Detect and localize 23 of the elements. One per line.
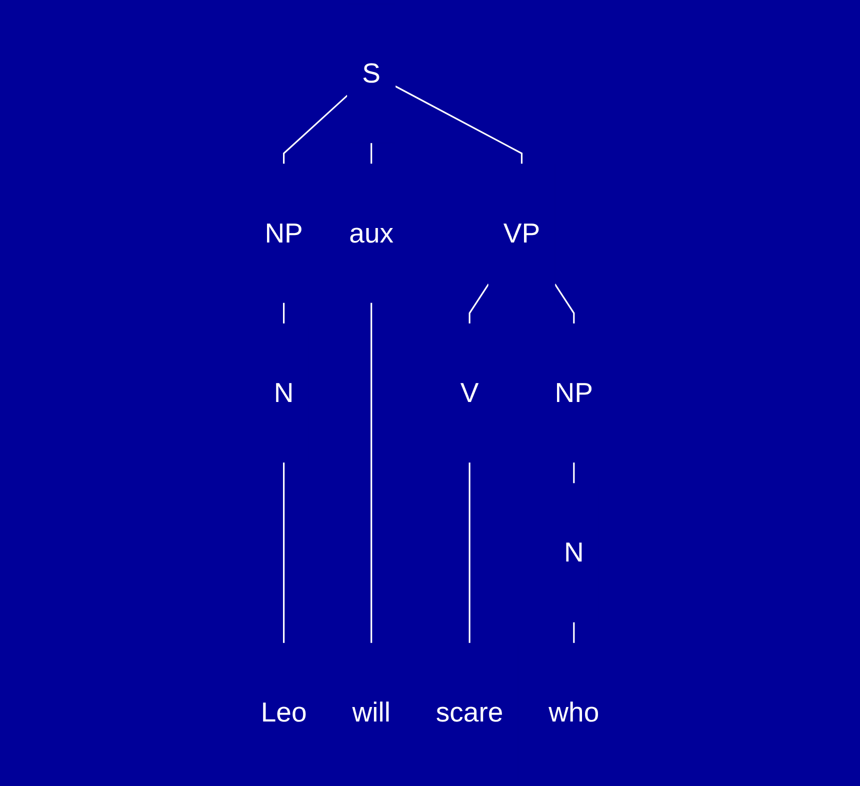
connector xyxy=(468,284,490,324)
node-text: who xyxy=(548,697,600,728)
connector xyxy=(554,284,575,324)
connector xyxy=(370,302,372,644)
connector xyxy=(394,86,523,164)
node-text: aux xyxy=(349,218,394,249)
connector xyxy=(370,142,372,164)
node-text: will xyxy=(352,697,390,728)
node-text: VP xyxy=(503,218,540,249)
node-text: Leo xyxy=(260,697,307,728)
node-text: S xyxy=(362,58,381,89)
connector xyxy=(283,94,348,164)
connector xyxy=(468,462,470,644)
node-text: NP xyxy=(554,378,594,408)
node-text: NP xyxy=(264,218,303,249)
connector xyxy=(573,622,575,644)
connector xyxy=(283,462,285,644)
node-text: N xyxy=(274,378,294,408)
connector xyxy=(573,462,575,484)
node-text: scare xyxy=(436,697,504,728)
node-text: V xyxy=(460,378,479,408)
connector xyxy=(283,302,285,324)
node-text: N xyxy=(564,537,584,568)
